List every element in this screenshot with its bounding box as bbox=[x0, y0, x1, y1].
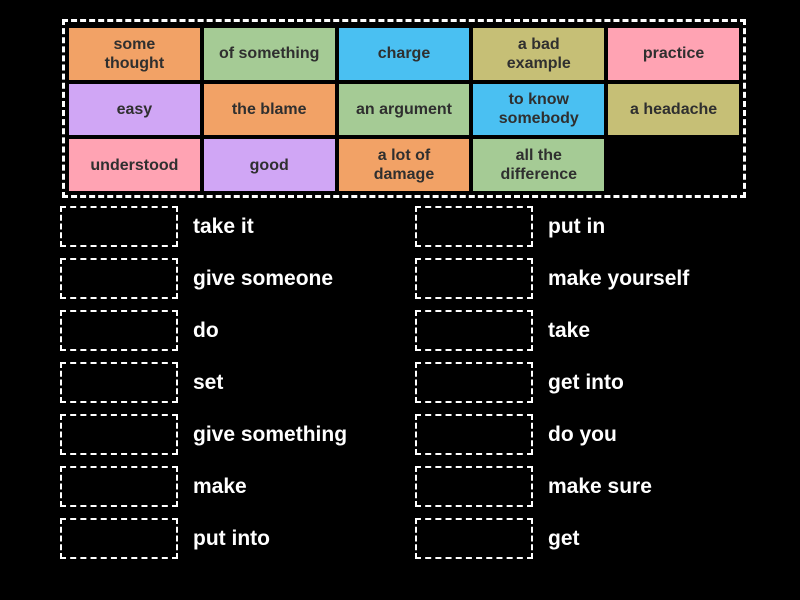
match-row: make yourself bbox=[415, 258, 689, 299]
match-row: give something bbox=[60, 414, 347, 455]
match-item-label: do you bbox=[548, 422, 617, 446]
answer-tile[interactable]: charge bbox=[338, 28, 470, 80]
drop-zone[interactable] bbox=[415, 258, 533, 299]
match-item-label: give someone bbox=[193, 266, 334, 290]
match-item-label: take bbox=[548, 318, 591, 342]
drop-zone[interactable] bbox=[60, 518, 178, 559]
match-row: get bbox=[415, 518, 689, 559]
match-row: put into bbox=[60, 518, 347, 559]
match-row: do you bbox=[415, 414, 689, 455]
answer-tile[interactable]: the blame bbox=[203, 83, 335, 136]
drop-zone[interactable] bbox=[415, 414, 533, 455]
match-item-label: do bbox=[193, 318, 219, 342]
drop-zone[interactable] bbox=[60, 310, 178, 351]
match-item-label: put in bbox=[548, 214, 606, 238]
match-row: make sure bbox=[415, 466, 689, 507]
drop-zone[interactable] bbox=[415, 310, 533, 351]
answer-pool: some thought of something charge a bad e… bbox=[62, 19, 746, 198]
match-item-label: get bbox=[548, 526, 580, 550]
answer-tile[interactable]: a lot of damage bbox=[338, 139, 470, 191]
match-row: take bbox=[415, 310, 689, 351]
drop-zone[interactable] bbox=[415, 206, 533, 247]
match-row: get into bbox=[415, 362, 689, 403]
match-row: give someone bbox=[60, 258, 347, 299]
answer-tile[interactable]: good bbox=[203, 139, 335, 191]
answer-tile[interactable]: easy bbox=[69, 83, 200, 136]
answer-tile[interactable]: understood bbox=[69, 139, 200, 191]
drop-zone[interactable] bbox=[60, 258, 178, 299]
answer-tile[interactable]: some thought bbox=[69, 28, 200, 80]
drop-zone[interactable] bbox=[415, 466, 533, 507]
match-row: do bbox=[60, 310, 347, 351]
match-item-label: take it bbox=[193, 214, 254, 238]
match-item-label: make yourself bbox=[548, 266, 690, 290]
drop-zone[interactable] bbox=[415, 362, 533, 403]
answer-tile[interactable]: of something bbox=[203, 28, 335, 80]
answer-tile[interactable]: practice bbox=[608, 28, 739, 80]
answer-tile[interactable]: a bad example bbox=[473, 28, 605, 80]
match-row: set bbox=[60, 362, 347, 403]
match-item-label: put into bbox=[193, 526, 270, 550]
match-row: take it bbox=[60, 206, 347, 247]
match-item-label: make bbox=[193, 474, 247, 498]
drop-zone[interactable] bbox=[60, 414, 178, 455]
match-column-left: take it give someone do set give somethi… bbox=[60, 206, 347, 559]
answer-tile[interactable]: a headache bbox=[608, 83, 739, 136]
drop-zone[interactable] bbox=[60, 206, 178, 247]
match-item-label: set bbox=[193, 370, 224, 394]
drop-zone[interactable] bbox=[60, 362, 178, 403]
match-item-label: make sure bbox=[548, 474, 652, 498]
answer-tile[interactable]: an argument bbox=[338, 83, 470, 136]
match-row: put in bbox=[415, 206, 689, 247]
match-row: make bbox=[60, 466, 347, 507]
drop-zone[interactable] bbox=[415, 518, 533, 559]
match-item-label: get into bbox=[548, 370, 624, 394]
drop-zone[interactable] bbox=[60, 466, 178, 507]
match-column-right: put in make yourself take get into do yo… bbox=[415, 206, 689, 559]
answer-tile[interactable]: to know somebody bbox=[473, 83, 605, 136]
answer-tile[interactable]: all the difference bbox=[473, 139, 605, 191]
match-item-label: give something bbox=[193, 422, 348, 446]
